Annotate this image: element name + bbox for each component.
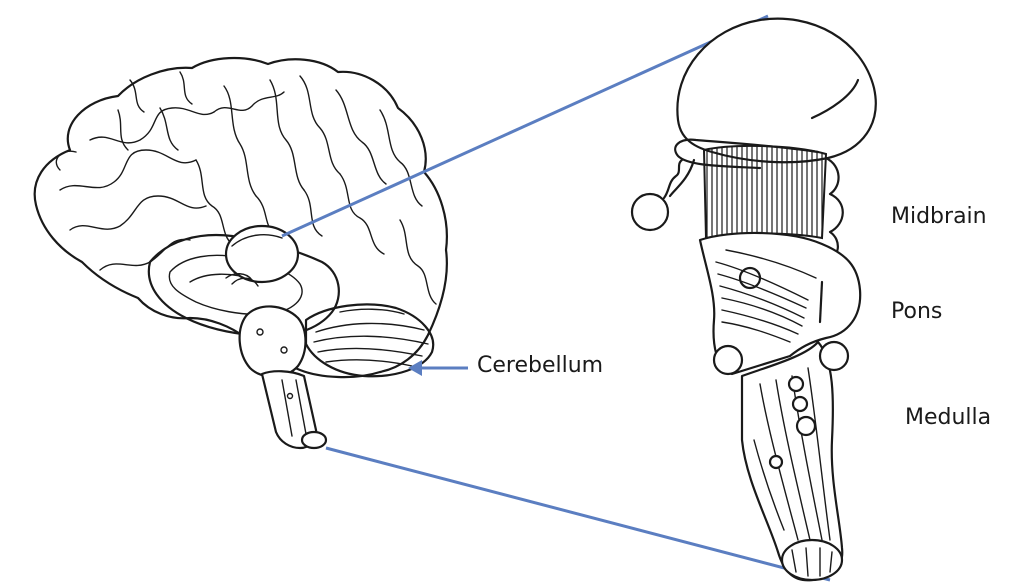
midbrain-column [704, 146, 826, 238]
brainstem-enlarged [632, 19, 876, 581]
whole-brain-illustration [35, 58, 447, 448]
pineal-bulb [632, 194, 668, 230]
brainstem-small [240, 306, 306, 376]
label-pons: Pons [891, 301, 942, 323]
label-midbrain: Midbrain [891, 206, 987, 228]
label-medulla: Medulla [905, 407, 991, 429]
label-cerebellum: Cerebellum [477, 355, 603, 377]
cerebellum-pointer-arrow [408, 360, 468, 376]
